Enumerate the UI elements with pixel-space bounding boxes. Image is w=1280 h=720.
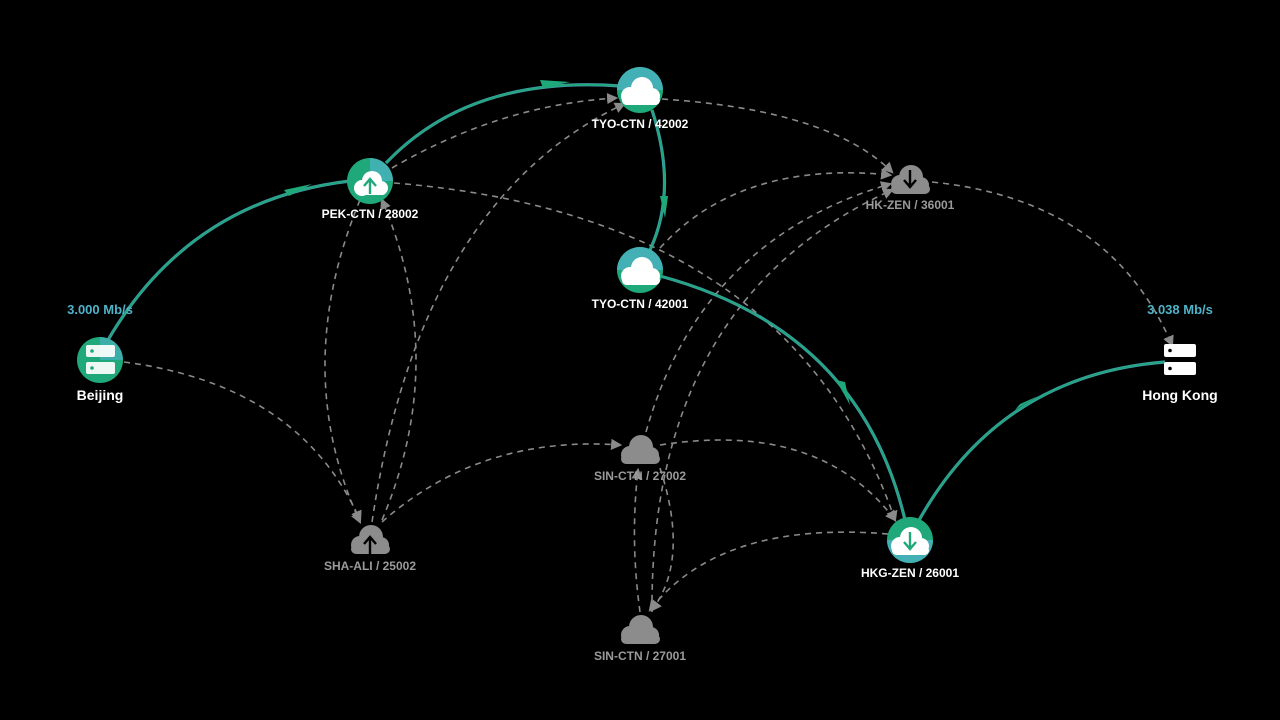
edge-sin1-hkzen	[651, 188, 895, 613]
cloud-icon	[621, 615, 660, 644]
edge-pek-tyo2	[385, 83, 621, 164]
edge-pek-tyo2	[391, 92, 619, 169]
edge-beijing-pek	[107, 180, 351, 341]
edge-hkg-hongkong	[917, 361, 1166, 523]
node-tyo-ctn-42002[interactable]: TYO-CTN / 42002	[592, 67, 689, 131]
edge-pek-sha	[324, 199, 362, 525]
server-icon	[1164, 344, 1196, 375]
edge-sha-tyo2	[371, 102, 627, 523]
edge-sha-sin2	[381, 438, 623, 523]
node-beijing[interactable]: Beijing 3.000 Mb/s	[67, 302, 133, 403]
node-label-sin1: SIN-CTN / 27001	[594, 649, 686, 663]
node-hk-zen-36001[interactable]: HK-ZEN / 36001	[866, 165, 955, 212]
edge-tyo1-hkg	[659, 275, 906, 521]
node-hkg-zen-26001[interactable]: HKG-ZEN / 26001	[861, 517, 959, 580]
edge-sha-pek	[380, 197, 417, 521]
edge-sin1-sin2	[631, 467, 643, 613]
edge-beijing-sha	[123, 361, 362, 523]
route-arrow	[540, 80, 570, 88]
route-arrow	[1015, 396, 1038, 410]
edge-sin2-hkg	[659, 439, 897, 522]
node-pek-ctn-28002[interactable]: PEK-CTN / 28002	[322, 158, 419, 221]
node-label-sin2: SIN-CTN / 27002	[594, 469, 686, 483]
node-label-sha: SHA-ALI / 25002	[324, 559, 416, 573]
node-sin-ctn-27002[interactable]: SIN-CTN / 27002	[594, 435, 686, 483]
edge-tyo2-hkzen	[661, 98, 894, 174]
node-label-pek: PEK-CTN / 28002	[322, 207, 419, 221]
node-label-tyo1: TYO-CTN / 42001	[592, 297, 689, 311]
active-route	[106, 80, 1166, 523]
cloud-icon	[621, 77, 660, 105]
node-label-hkzen: HK-ZEN / 36001	[866, 198, 955, 212]
cloud-download-icon	[891, 165, 930, 194]
node-tyo-ctn-42001[interactable]: TYO-CTN / 42001	[592, 247, 689, 311]
cloud-upload-icon	[351, 525, 390, 554]
rate-label-target: 3.038 Mb/s	[1147, 302, 1213, 317]
node-label-tyo2: TYO-CTN / 42002	[592, 117, 689, 131]
edge-pek-hkg	[393, 182, 898, 523]
rate-label-source: 3.000 Mb/s	[67, 302, 133, 317]
route-arrow	[284, 184, 312, 196]
node-sha-ali-25002[interactable]: SHA-ALI / 25002	[324, 525, 416, 573]
edge-tyo2-tyo1	[649, 109, 666, 251]
cloud-icon	[621, 257, 660, 285]
edge-hkg-sin1	[648, 531, 889, 612]
node-label-hkg: HKG-ZEN / 26001	[861, 566, 959, 580]
edge-sin2-hkzen	[645, 181, 893, 433]
inactive-edges	[123, 92, 1174, 613]
node-label-hongkong: Hong Kong	[1142, 387, 1217, 403]
server-icon	[86, 345, 115, 374]
edge-hkzen-hongkong	[931, 181, 1174, 348]
node-sin-ctn-27001[interactable]: SIN-CTN / 27001	[594, 615, 686, 663]
cloud-download-icon	[891, 527, 929, 555]
edge-tyo1-hkzen	[659, 168, 893, 249]
cloud-icon	[621, 435, 660, 464]
route-arrow	[836, 380, 850, 405]
cloud-upload-icon	[354, 171, 388, 196]
node-hong-kong[interactable]: Hong Kong 3.038 Mb/s	[1142, 302, 1217, 403]
route-arrow	[660, 196, 668, 218]
node-label-beijing: Beijing	[77, 387, 124, 403]
